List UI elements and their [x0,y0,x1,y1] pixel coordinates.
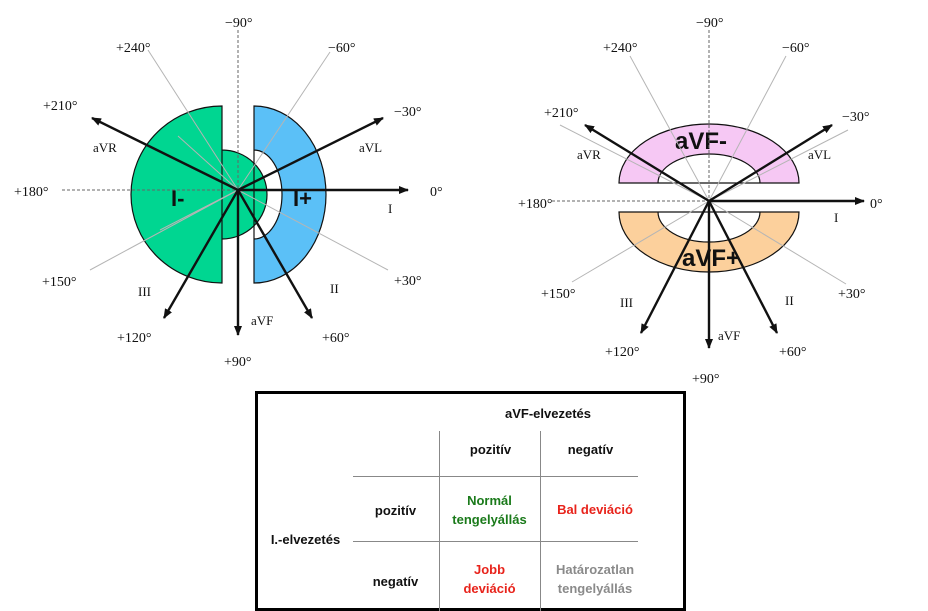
cell-line: deviáció [463,581,516,596]
cell-left-deviation: Bal deviáció [540,500,650,519]
reference-lines [89,49,389,271]
angle-label-minus-90: −90° [696,16,724,31]
lead-label-avf: aVF [718,328,740,343]
angle-label-minus-90: −90° [225,16,253,31]
cell-indeterminate-axis: Határozatlan tengelyállás [540,560,650,598]
lead-label-iii: III [620,295,633,310]
angle-label-0: 0° [870,197,883,212]
sector-label-i-negative: I- [171,186,184,211]
angle-label-plus-30: +30° [394,274,422,289]
lead-avl-arrow [237,116,384,192]
sector-label-avf-positive: aVF+ [682,245,740,272]
column-header-negative: negatív [567,442,614,457]
angle-label-plus-150: +150° [541,287,576,302]
left-hexaxial-diagram: I- I+ −90° −60° −30° 0° +30° +60° [14,16,443,370]
angle-label-plus-240: +240° [116,41,151,56]
angle-label-plus-60: +60° [322,331,350,346]
sector-avf-negative [618,123,800,184]
lead-avl-arrow [708,123,833,203]
cell-right-deviation: Jobb deviáció [439,560,540,598]
angle-label-plus-180: +180° [518,197,553,212]
angle-label-plus-240: +240° [603,41,638,56]
right-hexaxial-diagram: aVF- aVF+ −90° −60° −30° 0° +30° +60° +9… [518,16,883,387]
row-group-header: I.-elvezetés [270,532,341,547]
angle-label-plus-30: +30° [838,287,866,302]
lead-label-ii: II [330,281,339,296]
row-header-negative: negatív [372,574,419,589]
divider [439,431,440,611]
angle-label-plus-150: +150° [42,275,77,290]
sector-label-i-positive: I+ [293,186,312,211]
lead-label-iii: III [138,284,151,299]
lead-label-ii: II [785,293,794,308]
angle-label-minus-60: −60° [782,41,810,56]
angle-label-minus-60: −60° [328,41,356,56]
cell-line: tengelyállás [452,512,527,527]
lead-ii-arrow [707,200,779,334]
column-header-positive: pozitív [469,442,512,457]
angle-label-0: 0° [430,185,443,200]
cell-line: Bal deviáció [557,502,633,517]
cell-line: Normál [467,493,512,508]
angle-label-plus-210: +210° [43,99,78,114]
row-header-positive: pozitív [374,503,417,518]
divider [353,476,638,477]
cell-line: tengelyállás [557,581,633,596]
lead-label-avr: aVR [577,147,601,162]
angle-label-plus-210: +210° [544,106,579,121]
angle-label-minus-30: −30° [842,110,870,125]
lead-avr-arrow [584,123,710,203]
angle-label-plus-120: +120° [605,345,640,360]
sector-i-positive [253,105,327,284]
axis-deviation-table: aVF-elvezetés I.-elvezetés pozitív negat… [255,391,686,611]
cell-line: Jobb [473,562,506,577]
angle-label-minus-30: −30° [394,105,422,120]
lead-label-avf: aVF [251,313,273,328]
lead-iii-arrow [162,189,240,319]
lead-label-avr: aVR [93,140,117,155]
reference-lines [559,55,849,285]
cell-normal-axis: Normál tengelyállás [439,491,540,529]
divider [353,541,638,542]
column-group-header: aVF-elvezetés [505,406,591,421]
lead-label-i: I [834,210,838,225]
lead-avr-arrow [91,116,239,192]
angle-label-plus-120: +120° [117,331,152,346]
lead-iii-arrow [639,200,711,334]
lead-label-avl: aVL [808,147,831,162]
cell-line: Határozatlan [555,562,635,577]
divider [540,431,541,611]
lead-label-i: I [388,201,392,216]
angle-label-plus-90: +90° [692,372,720,387]
sector-label-avf-negative: aVF- [675,128,727,155]
lead-ii-arrow [236,189,314,319]
angle-label-plus-60: +60° [779,345,807,360]
angle-label-plus-180: +180° [14,185,49,200]
lead-label-avl: aVL [359,140,382,155]
angle-label-plus-90: +90° [224,355,252,370]
